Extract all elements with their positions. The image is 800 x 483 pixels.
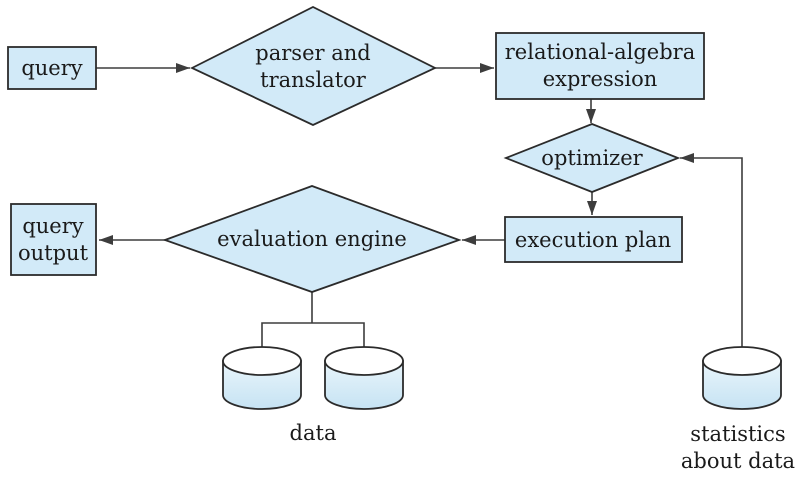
optimizer-label: optimizer (541, 146, 643, 170)
query-output-label-line1: query (22, 214, 84, 238)
data-cylinder-right (324, 346, 404, 410)
relational-algebra-expression-label: relational-algebra expression (505, 39, 695, 93)
database-top-icon (324, 346, 404, 376)
data-cylinder-left (222, 346, 302, 410)
database-top-icon (702, 346, 782, 376)
parser-translator-label-line2: translator (260, 68, 366, 92)
parser-translator-label-line1: parser and (255, 41, 371, 65)
statistics-cylinder (702, 346, 782, 410)
optimizer-diamond (503, 123, 681, 193)
statistics-label-line2: about data (680, 449, 796, 473)
query-output-label-line2: output (17, 241, 89, 265)
database-top-icon (222, 346, 302, 376)
parser-translator-diamond (189, 5, 438, 126)
relational-algebra-label-line2: expression (542, 67, 658, 91)
query-label: query (21, 56, 83, 80)
query-box (7, 46, 97, 90)
parser-translator-label: parser and translator (255, 40, 370, 94)
query-output-box (10, 203, 97, 276)
connector-evaluation-engine-to-data (261, 292, 365, 347)
query-output-label: query output (18, 213, 88, 267)
evaluation-engine-diamond (162, 185, 462, 293)
relational-algebra-expression-box (495, 32, 705, 100)
execution-plan-label: execution plan (514, 228, 672, 252)
relational-algebra-label-line1: relational-algebra (504, 40, 696, 64)
statistics-label-line1: statistics (690, 422, 786, 446)
statistics-store-label: statistics about data (681, 421, 795, 475)
evaluation-engine-label: evaluation engine (217, 227, 407, 251)
execution-plan-box (504, 216, 683, 263)
data-store-label: data (289, 421, 337, 445)
arrow-statistics-to-optimizer (680, 153, 743, 347)
